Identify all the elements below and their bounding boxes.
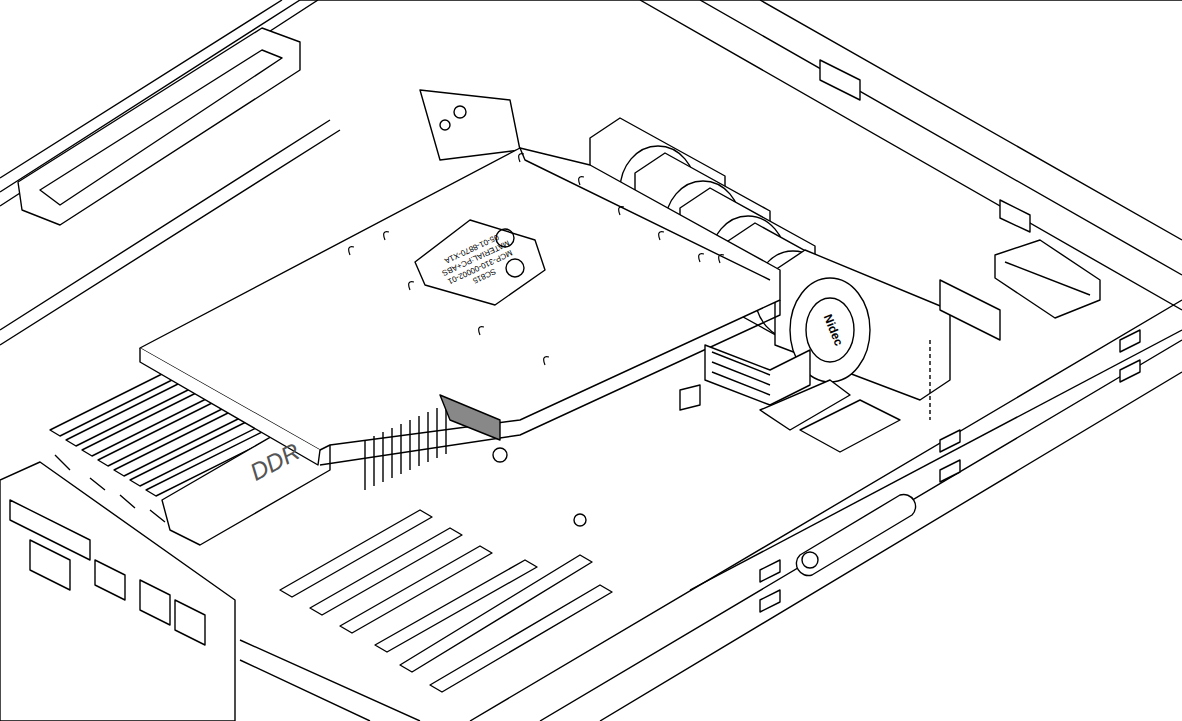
server-chassis: SC815MCP-310-00002-01MATERIAL:PC+ABS05-0… <box>0 0 1182 721</box>
chassis-illustration <box>0 0 1182 721</box>
